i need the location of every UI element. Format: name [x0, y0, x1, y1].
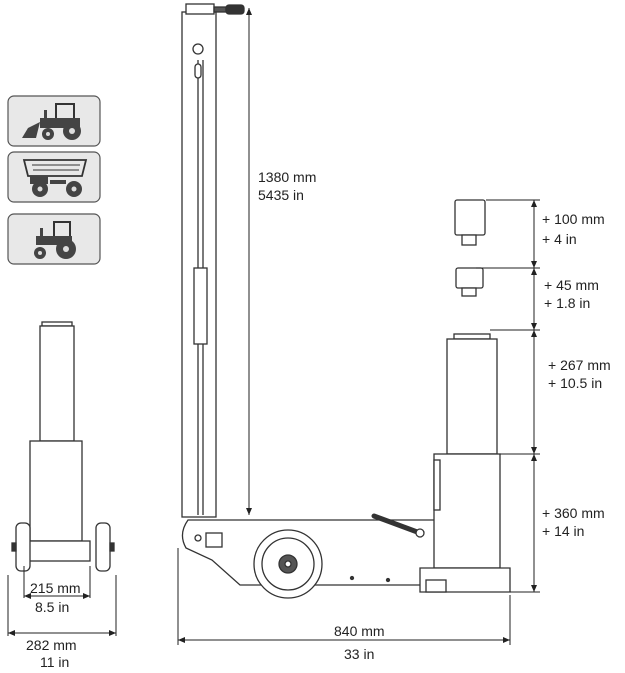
length-mm-label: 840 mm [334, 623, 385, 639]
ext2-in-label: + 1.8 in [544, 295, 590, 311]
wheel-loader-icon [7, 95, 101, 147]
dump-truck-icon [7, 151, 101, 203]
min-height-mm-label: + 360 mm [542, 505, 605, 521]
jack-side-view [181, 3, 511, 599]
ext2-mm-label: + 45 mm [544, 277, 599, 293]
tractor-icon [7, 213, 101, 265]
wheel-track-mm-label: 215 mm [30, 580, 81, 596]
width-in-label: 11 in [40, 654, 69, 670]
total-height-mm-label: 1380 mm [258, 169, 316, 185]
wheel-track-in-label: 8.5 in [35, 599, 69, 615]
jack-front-view [11, 321, 115, 572]
min-height-in-label: + 14 in [542, 523, 584, 539]
length-in-label: 33 in [344, 646, 374, 662]
ext1-in-label: + 4 in [542, 231, 577, 247]
stroke-mm-label: + 267 mm [548, 357, 611, 373]
total-height-in-label: 5435 in [258, 187, 304, 203]
ext1-mm-label: + 100 mm [542, 211, 605, 227]
width-mm-label: 282 mm [26, 637, 77, 653]
stroke-in-label: + 10.5 in [548, 375, 602, 391]
